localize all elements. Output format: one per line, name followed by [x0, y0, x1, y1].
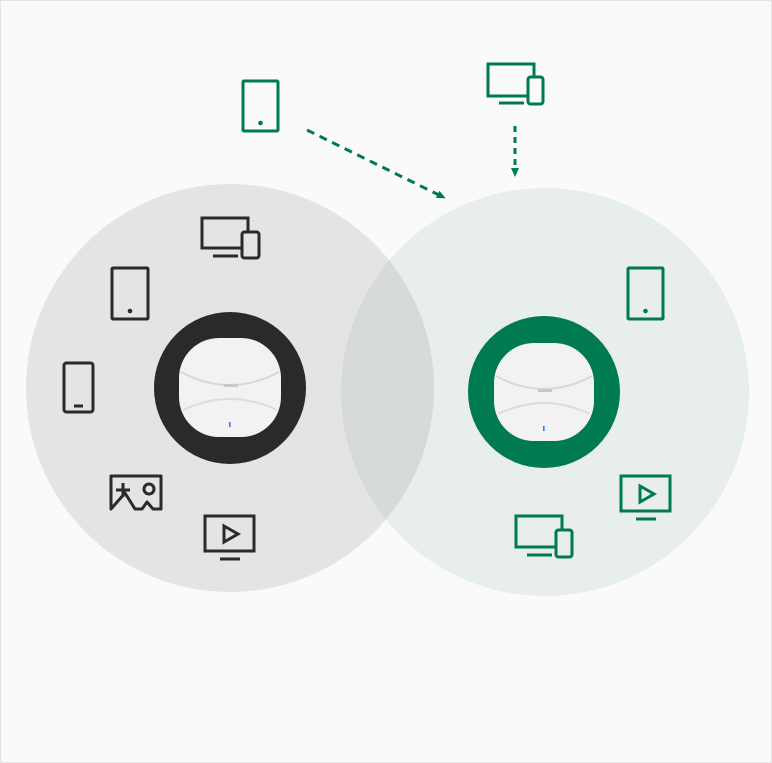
- desktop-phone-icon: [200, 216, 261, 260]
- phone-icon: [62, 361, 95, 414]
- roaming-tablet-icon: [241, 79, 280, 133]
- access-point-dark: [154, 312, 306, 464]
- ap-led: [543, 426, 545, 431]
- roaming-desktop-phone-icon: [486, 62, 545, 106]
- roaming-arrow-diagonal: [306, 128, 446, 199]
- photo-icon: [109, 474, 163, 511]
- ap-body: [179, 338, 281, 437]
- tablet-icon: [110, 266, 150, 321]
- ap-led: [229, 422, 231, 427]
- tv-play-icon: [203, 514, 256, 561]
- access-point-green: [468, 316, 620, 468]
- desktop-phone-icon: [514, 514, 574, 559]
- tv-play-icon: [619, 474, 672, 521]
- tablet-icon: [626, 266, 665, 321]
